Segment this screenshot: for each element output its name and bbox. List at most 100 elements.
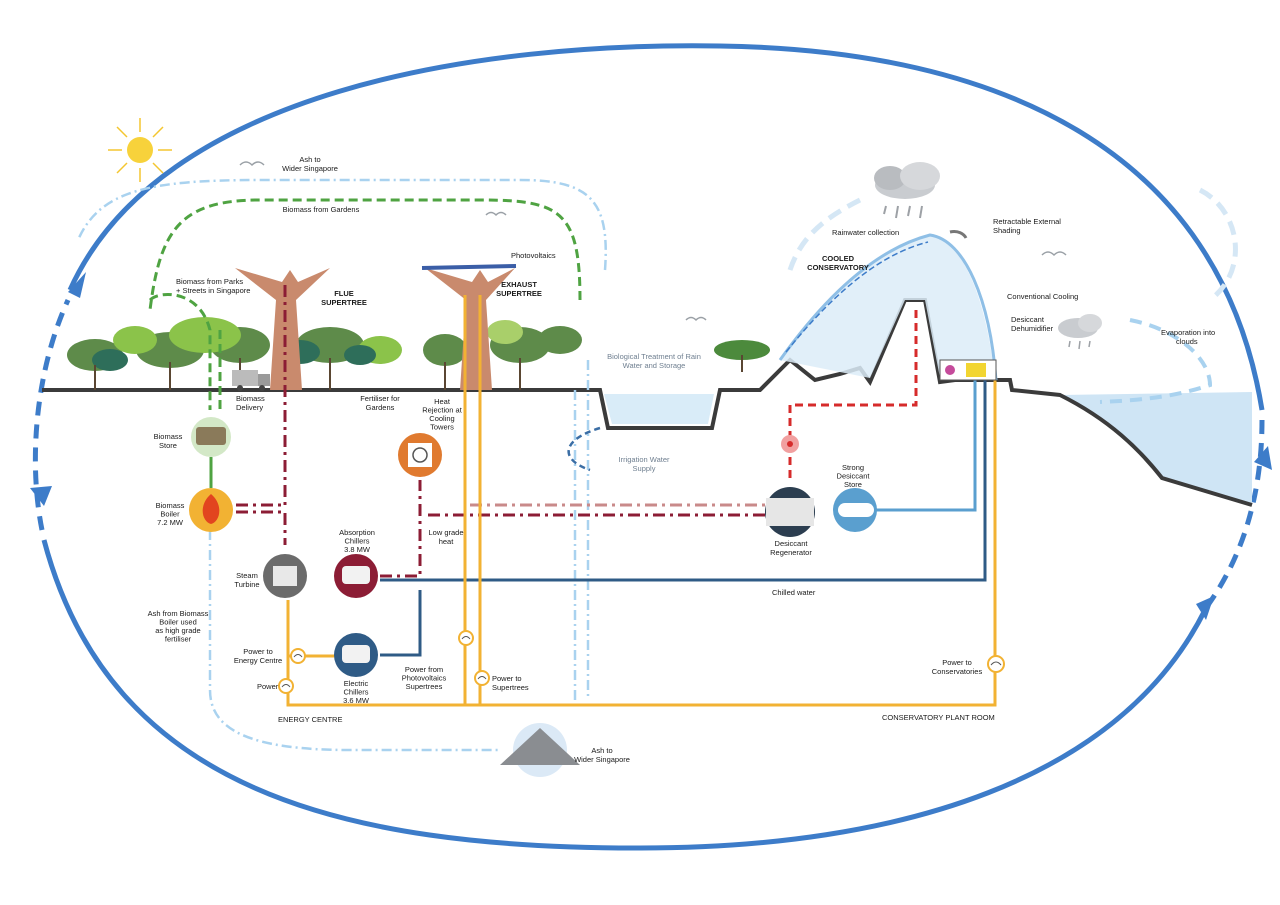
label-conservatory-plant-room: CONSERVATORY PLANT ROOM	[882, 713, 995, 722]
ash-flow	[76, 178, 607, 752]
label-irrigation-2: Supply	[633, 464, 656, 473]
label-electric-chillers-1: Electric	[344, 679, 369, 688]
label-biomass-store-1: Biomass	[154, 432, 183, 441]
power-meter-icon	[278, 678, 294, 694]
biomass-flow	[148, 198, 582, 410]
pump-icon	[781, 435, 799, 453]
desiccant-flow	[876, 380, 977, 512]
label-power-energy-centre-2: Energy Centre	[234, 656, 282, 665]
label-biomass-boiler-3: 7.2 MW	[157, 518, 184, 527]
label-desiccant-dehumidifier-2: Dehumidifier	[1011, 324, 1054, 333]
label-desiccant-regenerator-2: Regenerator	[770, 548, 812, 557]
cloud-rain-icon	[874, 162, 940, 219]
sea	[1060, 392, 1252, 505]
label-low-grade-heat-2: heat	[439, 537, 455, 546]
desiccant-dehumidifier-unit	[939, 359, 997, 381]
label-cooled-conservatory-1: COOLED	[822, 254, 855, 263]
label-ash-top-2: Wider Singapore	[282, 164, 338, 173]
label-power-supertrees-2: Supertrees	[492, 683, 529, 692]
label-steam-turbine-1: Steam	[236, 571, 258, 580]
log-stack-icon	[196, 427, 226, 445]
biomass-boiler-node	[189, 488, 233, 532]
label-ash-fertiliser-3: as high grade	[155, 626, 200, 635]
cooling-tower-icon	[408, 443, 432, 467]
bird-icon	[239, 161, 265, 167]
strong-desiccant-node	[833, 488, 877, 532]
label-biomass-boiler-2: Boiler	[160, 510, 180, 519]
outer-cycle-ring	[30, 43, 1272, 851]
label-power-supertrees-1: Power to	[492, 674, 522, 683]
electric-chiller-node	[334, 633, 378, 677]
label-power-pv-3: Supertrees	[406, 682, 443, 691]
label-retractable-shading-2: Shading	[993, 226, 1021, 235]
label-power-energy-centre-1: Power to	[243, 647, 273, 656]
label-absorption-chillers-3: 3.8 MW	[344, 545, 371, 554]
label-photovoltaics: Photovoltaics	[511, 251, 556, 260]
ring-arrow-icon	[68, 272, 86, 298]
label-ash-fertiliser-2: Boiler used	[159, 618, 197, 627]
label-irrigation-1: Irrigation Water	[619, 455, 670, 464]
label-power-conservatories-2: Conservatories	[932, 667, 983, 676]
label-ash-top-1: Ash to	[299, 155, 320, 164]
label-cooled-conservatory-2: CONSERVATORY	[807, 263, 869, 272]
label-biomass-gardens: Biomass from Gardens	[283, 205, 360, 214]
label-ash-fertiliser-1: Ash from Biomass	[148, 609, 209, 618]
label-heat-rejection-2: Rejection at	[422, 406, 463, 415]
turbine-icon	[273, 566, 297, 586]
label-power-conservatories-1: Power to	[942, 658, 972, 667]
label-ash-bottom-1: Ash to	[591, 746, 612, 755]
cloud-rain-icon	[1058, 314, 1102, 350]
label-flue-supertree-2: SUPERTREE	[321, 298, 367, 307]
power-meter-icon	[290, 648, 306, 664]
label-conventional-cooling: Conventional Cooling	[1007, 292, 1078, 301]
rain-flow	[1099, 318, 1213, 404]
rain-flow	[1198, 187, 1238, 302]
cooling-return-flow	[788, 310, 918, 480]
label-low-grade-heat-1: Low grade	[428, 528, 463, 537]
cooling-tower-node	[398, 433, 442, 477]
power-meter-icon	[474, 670, 490, 686]
label-biomass-delivery-2: Delivery	[236, 403, 263, 412]
heat-flow	[236, 285, 765, 578]
label-strong-desiccant-1: Strong	[842, 463, 864, 472]
chiller-icon	[342, 645, 370, 663]
svg-text:Biomass from Parks+ Streets in: Biomass from Parks+ Streets in Singapore	[176, 277, 250, 295]
label-heat-rejection-1: Heat	[434, 397, 451, 406]
label-evaporation-1: Evaporation into	[1161, 328, 1215, 337]
desiccant-regenerator-node	[765, 487, 815, 537]
truck-icon	[232, 370, 270, 391]
label-fertiliser-gardens-2: Gardens	[366, 403, 395, 412]
label-biomass-parks-1: Biomass from Parks	[176, 277, 243, 286]
label-biomass-store-2: Store	[159, 441, 177, 450]
bird-icon	[485, 211, 507, 217]
supertree-icon	[421, 264, 517, 390]
label-rainwater-collection: Rainwater collection	[832, 228, 899, 237]
cooled-conservatory-dome	[778, 230, 998, 381]
power-meter-icon	[987, 655, 1005, 673]
label-exhaust-supertree-1: EXHAUST	[501, 280, 537, 289]
label-ash-fertiliser-4: fertiliser	[165, 635, 192, 644]
flame-icon	[202, 494, 220, 524]
label-biomass-delivery-1: Biomass	[236, 394, 265, 403]
bird-icon	[685, 316, 707, 322]
